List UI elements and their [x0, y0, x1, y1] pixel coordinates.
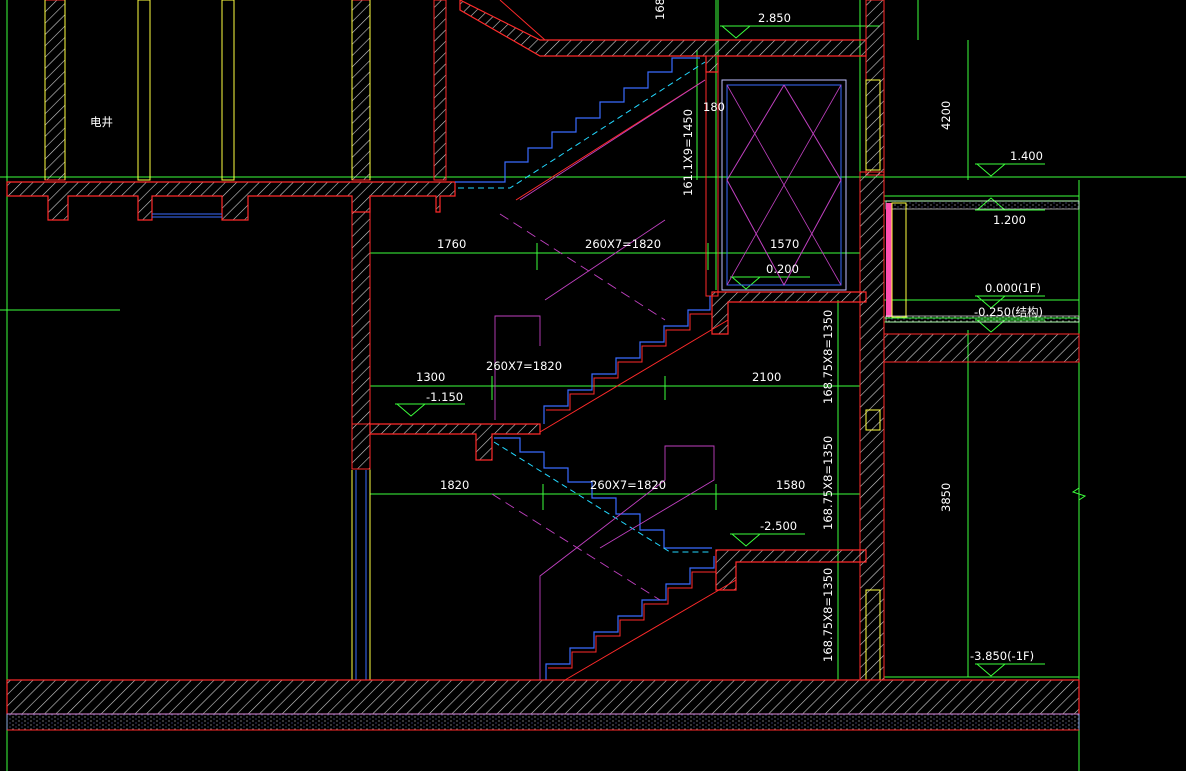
dim-180: 180 [703, 100, 725, 114]
dim-4200: 4200 [939, 101, 953, 130]
dim-1570: 1570 [770, 237, 799, 251]
hidden-lines [491, 79, 715, 680]
foundation-slab [6, 679, 1080, 731]
upper-slab [6, 181, 456, 221]
dim-260x7-b: 260X7=1820 [486, 359, 562, 373]
upper-shaft-walls [44, 0, 447, 181]
stair-flight-bottom [545, 556, 737, 681]
dim-3850: 3850 [939, 483, 953, 512]
dim-1760: 1760 [437, 237, 466, 251]
level-0000: 0.000(1F) [985, 281, 1041, 295]
level-m1150: -1.150 [426, 390, 463, 404]
landing-slab-basement [715, 549, 867, 591]
level-2850: 2.850 [758, 11, 791, 25]
break-line [1071, 470, 1087, 520]
stair-flight-lower [493, 437, 712, 553]
elevator-shaft [705, 55, 847, 297]
dim-168-a: 168.75X8=1350 [821, 310, 835, 404]
dim-168-c: 168.75X8=1350 [821, 568, 835, 662]
dim-168-b: 168.75X8=1350 [821, 436, 835, 530]
landing-slab-middle [711, 291, 867, 335]
exterior-slabs [883, 200, 1080, 363]
dim-260x7-c: 260X7=1820 [590, 478, 666, 492]
level-0200: 0.200 [766, 262, 799, 276]
dim-1580: 1580 [776, 478, 805, 492]
stair-flight-middle [539, 296, 729, 433]
labels: 电井 2.850 1.400 1.200 0.200 0.000(1F) -0.… [90, 0, 1043, 663]
room-label: 电井 [90, 115, 113, 129]
dim-1820: 1820 [440, 478, 469, 492]
level-m2500: -2.500 [760, 519, 797, 533]
level-1400: 1.400 [1010, 149, 1043, 163]
dim-1300: 1300 [416, 370, 445, 384]
level-1200: 1.200 [993, 213, 1026, 227]
dim-161x9: 161.1X9=1450 [681, 109, 695, 196]
dim-168-top: 168 [653, 0, 667, 20]
stair-flight-upper [455, 57, 706, 201]
level-m0250: -0.250(结构) [974, 305, 1043, 319]
dim-260x7-a: 260X7=1820 [585, 237, 661, 251]
stair-core-right-wall [859, 0, 885, 681]
landing-slab-lower [369, 423, 541, 461]
dim-2100: 2100 [752, 370, 781, 384]
stair-core-left-wall [351, 211, 371, 680]
level-m3850: -3.850(-1F) [970, 649, 1034, 663]
